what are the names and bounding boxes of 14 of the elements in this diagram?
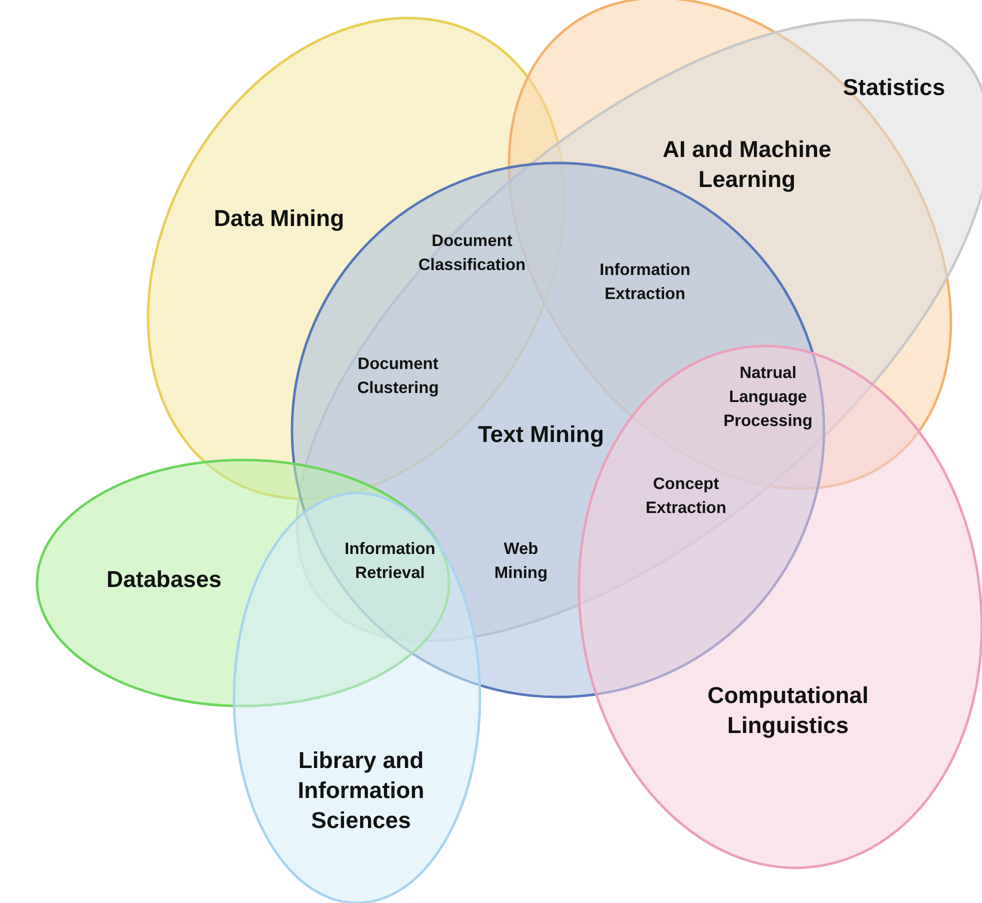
overlap-label: Information Retrieval xyxy=(344,539,436,584)
overlap-label: Concept Extraction xyxy=(644,474,728,519)
set-label: Databases xyxy=(105,565,223,594)
overlap-label: Document Clustering xyxy=(356,354,440,399)
set-label: AI and Machine Learning xyxy=(662,135,832,194)
set-label: Computational Linguistics xyxy=(706,681,870,740)
overlap-label: Document Classification xyxy=(417,231,527,276)
set-label: Library and Information Sciences xyxy=(296,746,426,835)
set-label: Statistics xyxy=(842,73,946,102)
set-label: Text Mining xyxy=(476,420,606,450)
overlap-label: Natrual Language Processing xyxy=(722,363,814,432)
set-label: Data Mining xyxy=(212,204,346,234)
overlap-label: Information Extraction xyxy=(598,260,692,305)
overlap-label: Web Mining xyxy=(493,539,549,584)
